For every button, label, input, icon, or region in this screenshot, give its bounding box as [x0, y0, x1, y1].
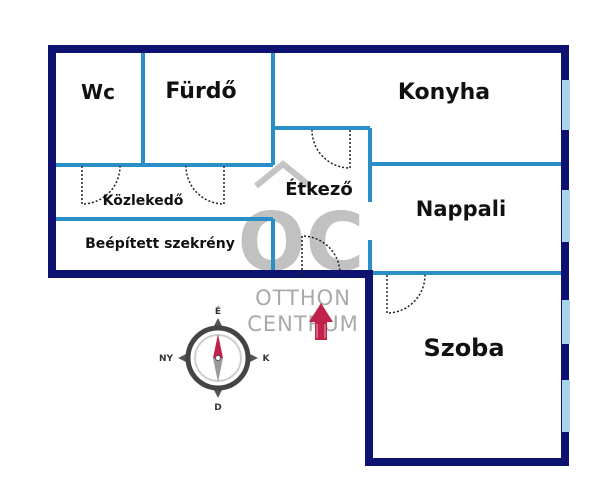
room-labels: Wc Fürdő Konyha Közlekedő Étkező Nappali…	[81, 79, 506, 362]
room-label-konyha: Konyha	[398, 80, 490, 105]
compass-label-west: NY	[159, 354, 174, 364]
window-konyha	[562, 80, 570, 130]
compass-label-south: D	[214, 403, 221, 413]
compass-label-east: K	[263, 354, 271, 364]
compass-needle-south	[213, 358, 223, 382]
inner-walls	[52, 52, 565, 275]
window-szoba-2	[562, 380, 570, 432]
compass-needle-north	[213, 334, 223, 358]
room-label-szoba: Szoba	[423, 334, 504, 362]
compass-label-north: É	[215, 305, 221, 317]
window-szoba-1	[562, 300, 570, 344]
door-swing-konyha	[311, 129, 351, 169]
door-swing-furdo	[185, 165, 225, 205]
entrance-arrow-icon	[309, 303, 333, 340]
door-swing-etkezo	[301, 235, 341, 275]
room-label-wc: Wc	[81, 80, 115, 104]
room-label-kozlekedo: Közlekedő	[103, 193, 184, 209]
room-label-furdo: Fürdő	[165, 79, 236, 104]
room-label-beepitett: Beépített szekrény	[85, 236, 235, 252]
door-swing-wc	[81, 165, 121, 205]
room-label-etkezo: Étkező	[285, 178, 352, 200]
door-swings	[81, 129, 426, 314]
watermark-line2: CENTRUM	[247, 312, 359, 336]
watermark-house-icon	[254, 160, 312, 189]
room-label-nappali: Nappali	[416, 197, 506, 221]
door-swing-szoba	[386, 274, 426, 314]
window-nappali	[562, 190, 570, 242]
windows	[562, 80, 570, 432]
watermark-line1: OTTHON	[255, 286, 351, 310]
compass-rose-icon: É D K NY	[159, 305, 271, 413]
outer-walls	[48, 45, 569, 466]
